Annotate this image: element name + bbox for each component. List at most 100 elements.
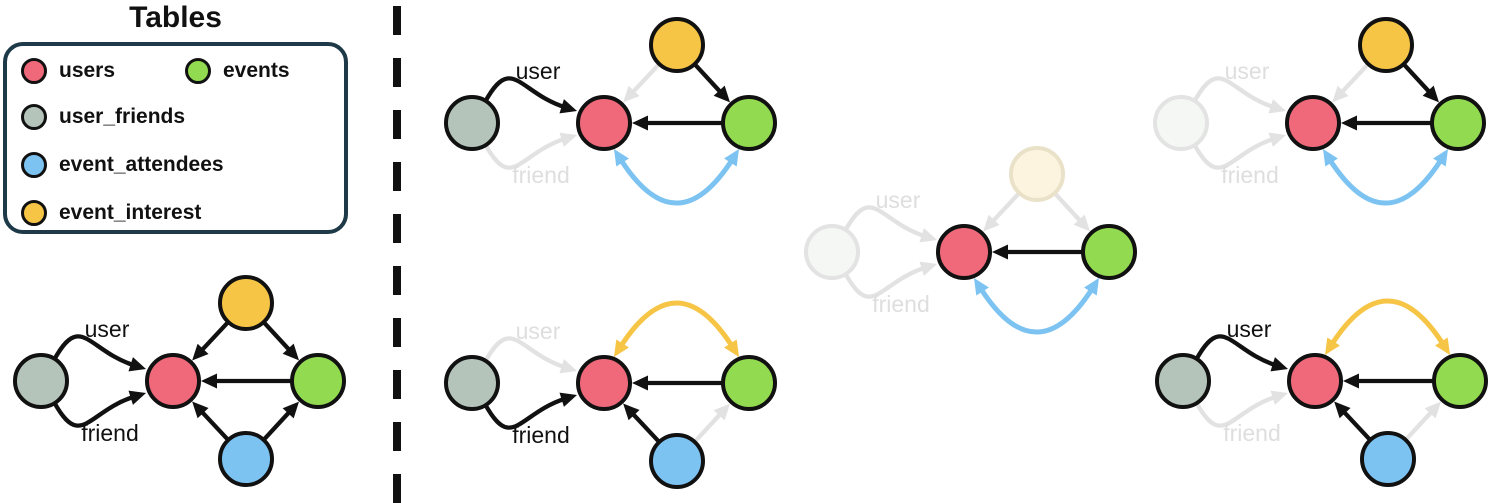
edge-label-user: user — [516, 318, 561, 344]
edge-event-interest-arc-arrowhead-icon — [1435, 337, 1450, 355]
edge-event-interest-to-events — [693, 63, 725, 96]
edge-event-attendees-to-events — [262, 408, 294, 441]
edge-event-attendees-to-events — [693, 410, 725, 443]
edge-user — [482, 336, 568, 370]
node-users — [1287, 353, 1343, 409]
edge-event-interest-to-events — [262, 321, 294, 354]
event-attendees-swatch-icon — [21, 152, 47, 178]
edge-events-to-users-arrowhead-icon — [632, 115, 648, 131]
edge-event-interest-to-users — [989, 192, 1021, 225]
edge-user-arrowhead-icon — [1270, 357, 1288, 372]
legend-label-users: users — [59, 59, 116, 82]
node-event-interest — [649, 17, 705, 73]
edge-event-interest-arc-arrowhead-icon — [724, 339, 739, 357]
edge-events-to-users-arrowhead-icon — [1343, 373, 1359, 389]
edge-event-attendees-to-users — [629, 410, 661, 443]
node-users — [1285, 95, 1341, 151]
node-events — [721, 355, 777, 411]
edge-label-friend: friend — [1221, 162, 1279, 188]
edge-event-attendees-arc — [1326, 156, 1445, 206]
legend-item-event-interest: event_interest — [21, 200, 201, 226]
legend-item-users: users — [21, 58, 115, 84]
node-users — [936, 224, 992, 280]
edge-user-arrowhead-icon — [128, 357, 146, 372]
edge-event-interest-to-events-arrowhead-icon — [1422, 85, 1440, 103]
edge-event-attendees-arc-arrowhead-icon — [724, 149, 739, 167]
legend-item-user-friends: user_friends — [21, 104, 185, 130]
edge-event-attendees-to-users-arrowhead-icon — [1334, 401, 1351, 419]
edge-event-interest-arc-arrowhead-icon — [1325, 337, 1340, 355]
edge-friend — [51, 394, 137, 428]
edge-events-to-users-arrowhead-icon — [632, 375, 648, 391]
edge-friend-arrowhead-icon — [919, 261, 937, 276]
edge-friend-arrowhead-icon — [1268, 132, 1286, 147]
edge-user-arrowhead-icon — [919, 228, 937, 243]
edge-event-interest-to-events-arrowhead-icon — [713, 85, 731, 103]
node-event-interest — [1009, 146, 1065, 202]
edge-user — [51, 334, 137, 368]
node-events — [1430, 95, 1486, 151]
node-user-friends — [444, 355, 500, 411]
edge-label-friend: friend — [1223, 420, 1281, 446]
edge-event-interest-to-events-arrowhead-icon — [282, 343, 300, 361]
edge-friend — [842, 265, 928, 299]
edge-event-attendees-arc-arrowhead-icon — [614, 149, 629, 167]
edge-event-interest-to-users — [1338, 63, 1370, 96]
edge-user — [482, 76, 568, 110]
edge-friend — [1193, 394, 1279, 428]
edge-user-arrowhead-icon — [559, 99, 577, 114]
node-event-attendees — [218, 431, 274, 487]
edge-event-interest-to-users-arrowhead-icon — [983, 214, 1000, 232]
edge-events-to-users-arrowhead-icon — [1341, 115, 1357, 131]
node-events — [1432, 353, 1488, 409]
edge-event-attendees-to-events-arrowhead-icon — [282, 401, 300, 419]
edge-event-interest-to-users-arrowhead-icon — [623, 85, 640, 103]
node-event-interest — [218, 275, 274, 331]
node-events — [290, 353, 346, 409]
users-swatch-icon — [21, 58, 47, 84]
node-user-friends — [1155, 353, 1211, 409]
edge-label-friend: friend — [81, 420, 139, 446]
edge-user-arrowhead-icon — [1268, 99, 1286, 114]
edge-event-attendees-arc — [977, 285, 1096, 335]
events-swatch-icon — [185, 58, 211, 84]
edge-event-attendees-arc — [617, 156, 736, 206]
edge-events-to-users-arrowhead-icon — [201, 373, 217, 389]
legend-label-event-interest: event_interest — [59, 201, 202, 224]
edge-event-interest-to-users-arrowhead-icon — [192, 343, 209, 361]
edge-event-attendees-to-events-arrowhead-icon — [713, 403, 731, 421]
edge-event-attendees-arc-arrowhead-icon — [1433, 149, 1448, 167]
edge-event-attendees-to-users — [1340, 408, 1372, 441]
graph-top-left: user friend — [444, 17, 777, 206]
node-users — [576, 95, 632, 151]
edge-label-user: user — [85, 316, 130, 342]
edge-event-attendees-to-users-arrowhead-icon — [623, 403, 640, 421]
edge-event-interest-to-events — [1402, 63, 1434, 96]
graph-full-schema: user friend — [13, 275, 346, 487]
edge-event-interest-arc — [617, 300, 736, 350]
edge-friend — [482, 136, 568, 170]
edge-user — [842, 205, 928, 239]
node-event-attendees — [649, 433, 705, 489]
edge-friend-arrowhead-icon — [559, 392, 577, 407]
legend-label-event-attendees: event_attendees — [59, 153, 224, 176]
node-user-friends — [1153, 95, 1209, 151]
edge-label-friend: friend — [512, 422, 570, 448]
edge-label-user: user — [516, 58, 561, 84]
edge-label-friend: friend — [872, 291, 930, 317]
legend-item-events: events — [185, 58, 290, 84]
edge-event-interest-arc — [1328, 298, 1447, 348]
edge-events-to-users-arrowhead-icon — [992, 244, 1008, 260]
edge-user — [1193, 334, 1279, 368]
legend-label-user-friends: user_friends — [59, 105, 186, 128]
edge-event-attendees-to-users — [198, 408, 230, 441]
edge-event-interest-to-users-arrowhead-icon — [1332, 85, 1349, 103]
legend-label-events: events — [223, 59, 290, 82]
edge-event-attendees-to-events-arrowhead-icon — [1424, 401, 1442, 419]
edge-friend-arrowhead-icon — [559, 132, 577, 147]
edge-label-friend: friend — [512, 162, 570, 188]
